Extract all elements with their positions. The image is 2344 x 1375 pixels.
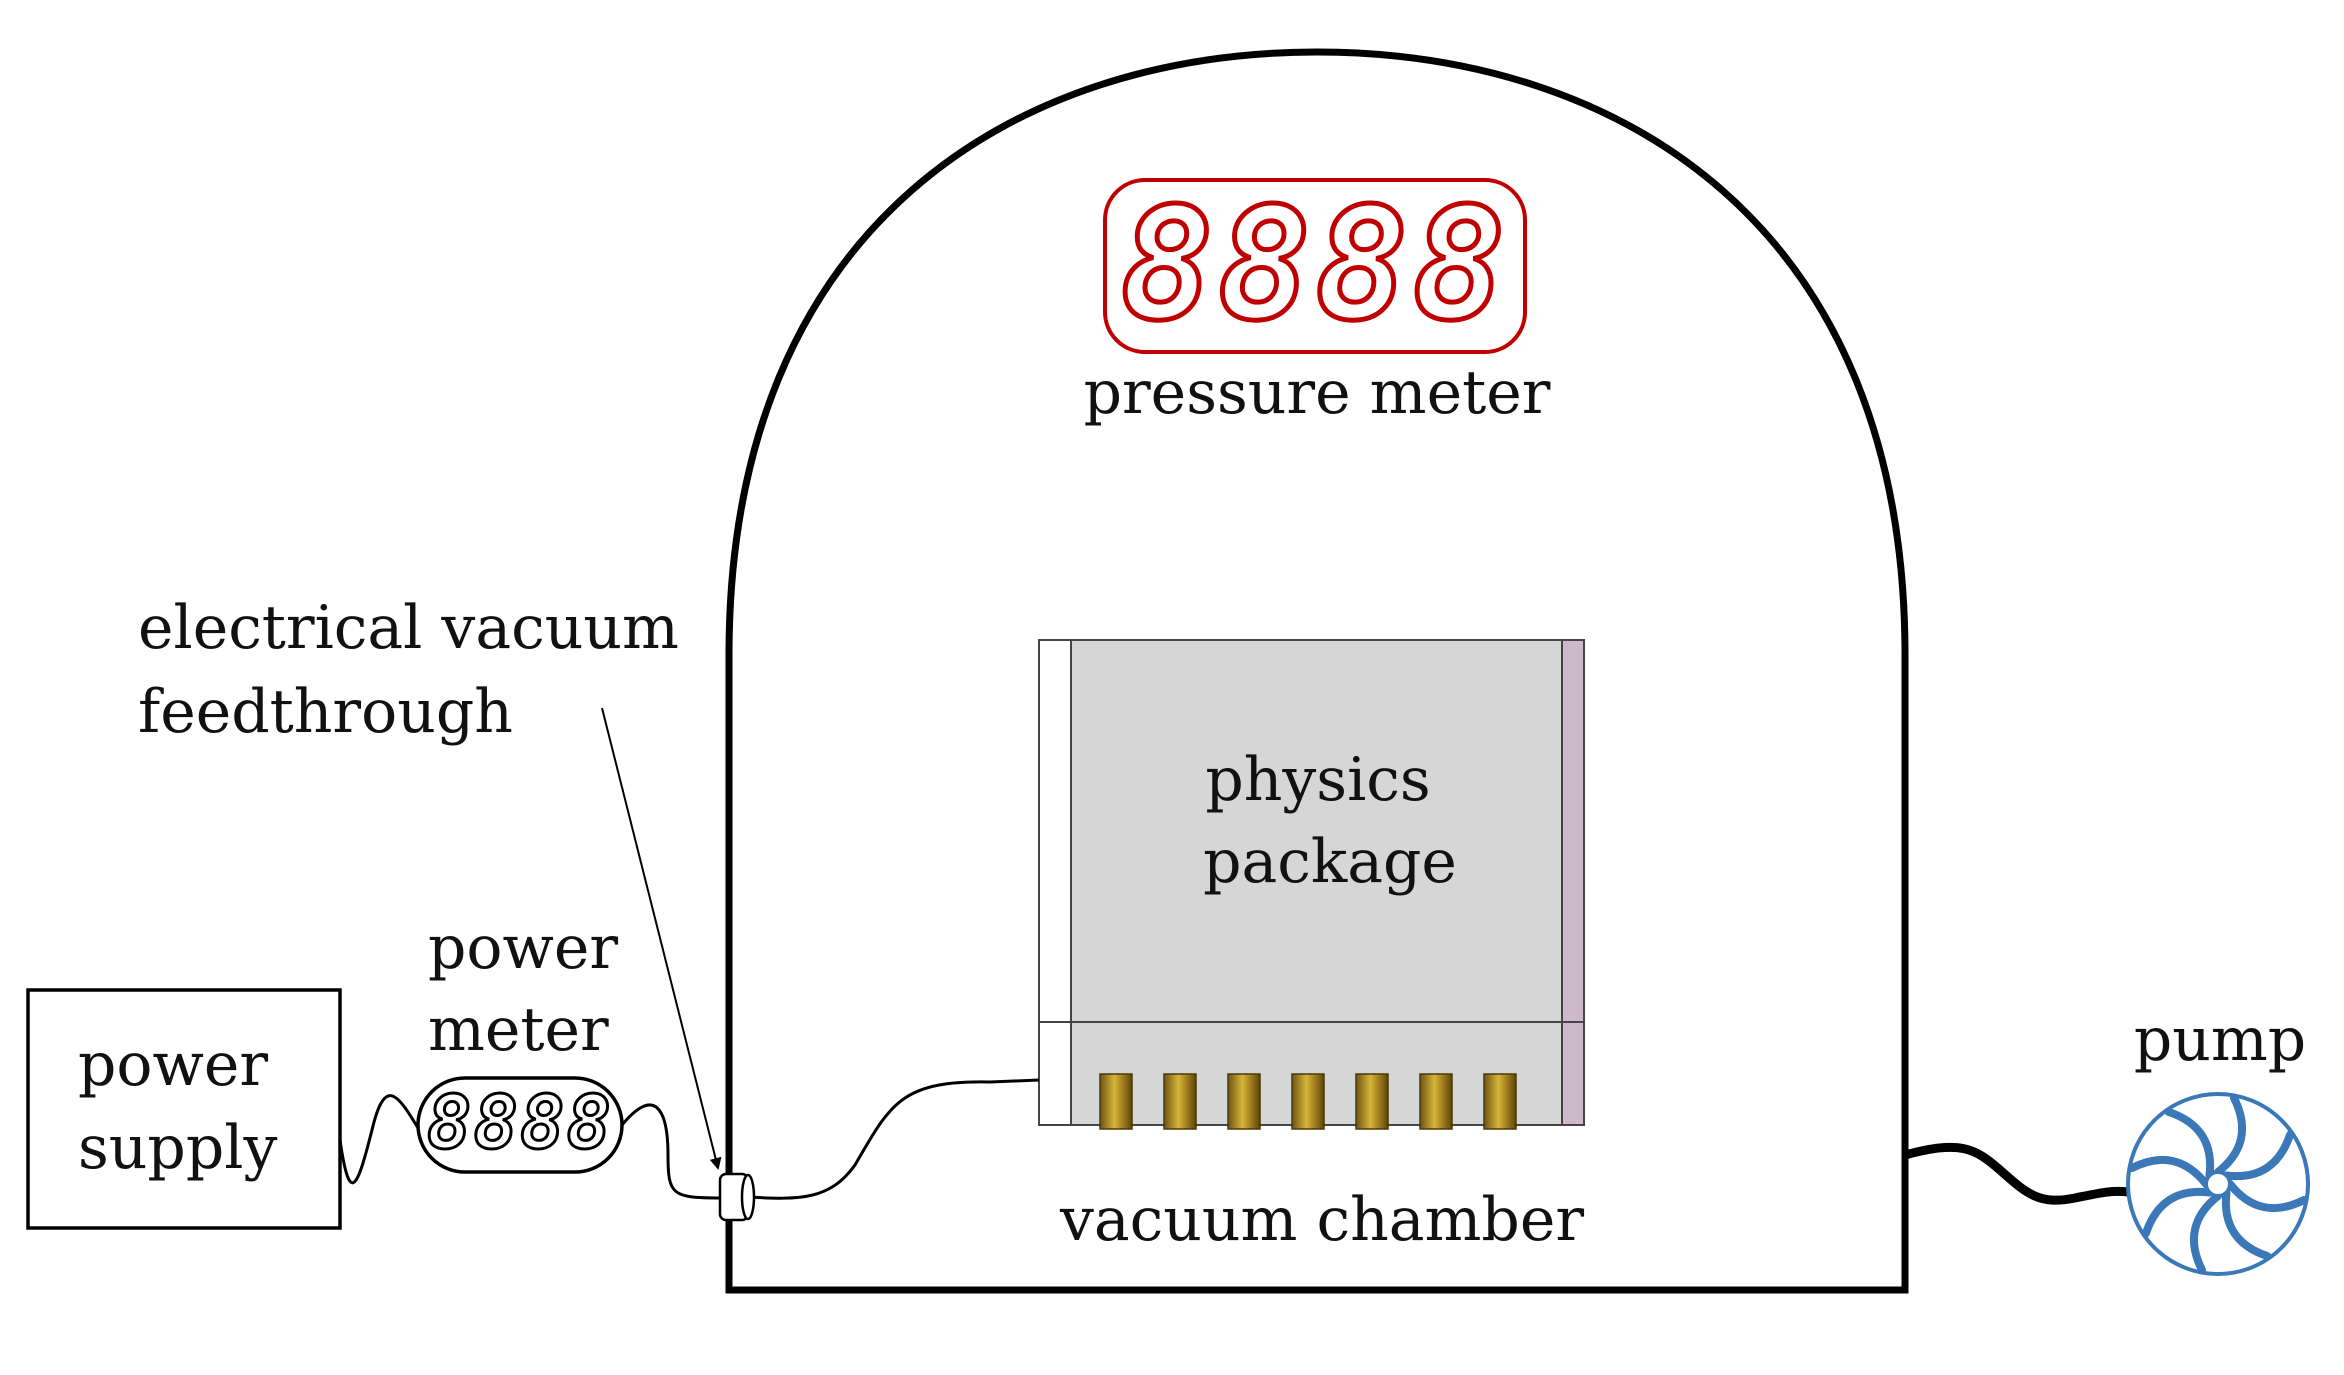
connector-pin [1291,1073,1325,1130]
connector-pin [1163,1073,1197,1130]
pump-label: pump [2134,1005,2306,1075]
connector-pins [1099,1073,1517,1130]
pump-blades [2128,1094,2308,1274]
meter-to-feedthrough-cable [620,1103,721,1200]
feedthrough-label-line1: electrical vacuum [138,593,679,663]
supply-to-meter-cable [338,1094,420,1185]
physics-package-body [1038,639,1585,1126]
feedthrough-cap [740,1173,756,1221]
connector-pin [1227,1073,1261,1130]
pump-hub [2204,1170,2232,1198]
pump-hose [1903,1142,2129,1205]
pump-blade [2190,1192,2222,1274]
power-meter-frame [416,1076,624,1174]
power-meter-digits: 8888 [427,1080,613,1166]
pump-blade [2226,1180,2308,1212]
connector-pin [1419,1073,1453,1130]
connector-pin [1355,1073,1389,1130]
vacuum-feedthrough [718,1172,756,1222]
power-supply-label-line1: power [78,1030,268,1100]
power-supply-label-line2: supply [78,1113,277,1183]
pump-blade [2141,1187,2214,1238]
internal-cable [747,1078,1040,1200]
power-supply-box [26,988,342,1230]
physics-package-left-panel [1038,639,1072,1126]
pump-blade [2221,1188,2272,1261]
power-meter-label-line2: meter [428,995,609,1065]
pressure-meter-label: pressure meter [1084,358,1551,428]
power-meter-label-line1: power [428,913,618,983]
pressure-meter-frame [1103,178,1527,354]
connector-pin [1483,1073,1517,1130]
physics-package-right-panel [1561,639,1585,1126]
physics-package: physics package [1038,639,1585,1130]
feedthrough-label-line2: feedthrough [138,677,513,747]
pressure-meter-digits: 8888 [1120,174,1509,355]
connector-pin [1099,1073,1133,1130]
pressure-meter: 8888 [1103,172,1527,358]
pump-blade [2222,1130,2295,1181]
pump-blade [2214,1094,2246,1176]
pump-impeller-icon [2126,1092,2310,1276]
physics-package-label-line1: physics [1205,745,1430,815]
vacuum-chamber-outline [725,48,1909,1294]
vacuum-chamber-label: vacuum chamber [1059,1185,1584,1255]
pump-blade [2128,1156,2210,1188]
physics-package-label-line2: package [1203,827,1457,897]
pump-blade [2164,1107,2215,1180]
power-meter: 8888 [416,1076,624,1174]
feedthrough-pointer-arrow [601,707,722,1170]
